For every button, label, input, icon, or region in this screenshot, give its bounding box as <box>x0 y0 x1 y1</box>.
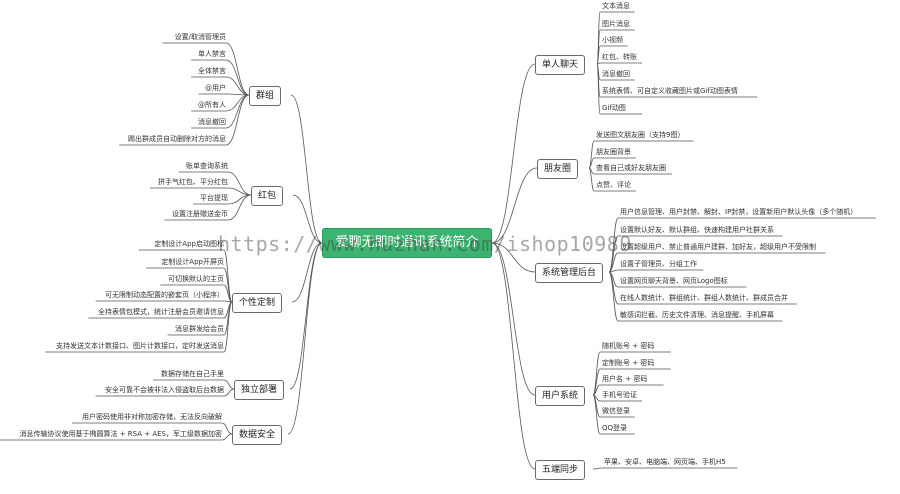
root-node: 爱聊无即时通讯系统简介 <box>322 228 492 258</box>
branch-node-danliao: 单人聊天 <box>535 55 586 75</box>
connector-root-qunzu <box>290 94 323 244</box>
connector-root-wuduan <box>491 242 536 470</box>
leaf-pengyou-3: 点赞、评论 <box>596 181 631 189</box>
leaf-qunzu-0: 设置/取消管理员 <box>174 33 226 41</box>
leaf-anquan-0: 用户密码使用非对称加密存储，无法反向破解 <box>82 413 222 421</box>
branch-node-gexing: 个性定制 <box>232 293 283 313</box>
leaf-yonghu-3: 手机号验证 <box>602 391 637 399</box>
leaf-hongbao-1: 拼手气红包、平分红包 <box>158 178 228 186</box>
leaf-yonghu-4: 微信登录 <box>602 407 630 415</box>
leaf-houtai-5: 在线人数统计、群组统计、群组人数统计、群成员合并 <box>620 294 788 302</box>
leaf-qunzu-2: 全体禁言 <box>198 67 226 75</box>
connector-qunzu-2 <box>191 76 250 96</box>
leaf-houtai-4: 设置网页聊天背景、网页Logo图标 <box>620 277 728 285</box>
branch-node-qunzu: 群组 <box>249 86 282 106</box>
leaf-danliao-0: 文本消息 <box>602 2 630 10</box>
leaf-duli-1: 安全可靠不会被非法入侵盗取后台数据 <box>105 386 224 394</box>
connector-danliao-6 <box>596 63 642 115</box>
leaf-danliao-6: Gif动图 <box>602 104 626 112</box>
connector-yonghu-1 <box>592 368 671 396</box>
connector-yonghu-3 <box>592 394 642 402</box>
leaf-yonghu-2: 用户名 + 密码 <box>602 375 648 383</box>
leaf-pengyou-1: 朋友圈背景 <box>596 148 631 156</box>
leaf-gexing-1: 定制设计App开屏页 <box>161 258 224 266</box>
leaf-danliao-1: 图片消息 <box>602 20 630 28</box>
leaf-yonghu-5: QQ登录 <box>602 424 628 432</box>
connector-root-houtai <box>491 242 536 273</box>
connector-root-duli <box>289 242 323 390</box>
connector-anquan-1 <box>0 433 233 441</box>
leaf-houtai-3: 设置子管理员、分组工作 <box>620 260 697 268</box>
connector-duli-0 <box>153 379 235 390</box>
leaf-qunzu-3: @用户 <box>205 84 226 92</box>
watermark-text: https://www.huzhan.com/ishop10989 <box>218 232 632 256</box>
leaf-danliao-4: 消息撤回 <box>602 70 630 78</box>
connector-anquan-0 <box>72 422 233 435</box>
connector-root-pengyou <box>491 167 538 244</box>
connector-houtai-4 <box>608 271 747 288</box>
connector-qunzu-3 <box>198 93 250 96</box>
connector-houtai-3 <box>608 269 704 273</box>
leaf-houtai-6: 敏感词拦截、历史文件清理、消息提醒、手机屏幕 <box>620 311 774 319</box>
connector-root-hongbao <box>292 194 323 244</box>
leaf-gexing-0: 定制设计App启动图标 <box>154 240 224 248</box>
leaf-wuduan-0: 苹果、安卓、电脑端、网页端、手机H5 <box>604 458 726 466</box>
connector-root-gexing <box>291 242 323 303</box>
leaf-hongbao-3: 设置注册赠送金币 <box>172 210 228 218</box>
branch-node-yonghu: 用户系统 <box>535 386 586 406</box>
leaf-duli-0: 数据存储在自己手里 <box>161 370 224 378</box>
connector-root-yonghu <box>491 242 536 396</box>
connector-danliao-3 <box>596 62 642 65</box>
connector-danliao-2 <box>596 45 628 65</box>
leaf-danliao-2: 小视频 <box>602 36 623 44</box>
connector-root-anquan <box>287 242 323 435</box>
leaf-qunzu-5: 消息撤回 <box>198 118 226 126</box>
leaf-qunzu-6: 踢出群成员自动删除对方的消息 <box>128 135 226 143</box>
branch-node-duli: 独立部署 <box>234 380 285 400</box>
connector-gexing-2 <box>160 284 233 303</box>
connector-pengyou-1 <box>588 157 636 169</box>
connector-houtai-6 <box>608 271 783 322</box>
leaf-yonghu-0: 随机账号 + 密码 <box>602 342 655 350</box>
branch-node-wuduan: 五端同步 <box>535 460 586 480</box>
leaf-yonghu-1: 定制账号 + 密码 <box>602 359 655 367</box>
leaf-anquan-1: 消息传输协议使用基于椭圆算法 + RSA + AES，军工级数据加密 <box>19 430 222 438</box>
leaf-gexing-3: 可无限制动态配置的嵌套页（小程序） <box>105 291 224 299</box>
connector-gexing-3 <box>95 300 233 303</box>
leaf-pengyou-0: 发送图文朋友圈（支持9图） <box>596 131 685 139</box>
connector-houtai-2 <box>608 252 826 273</box>
connector-yonghu-2 <box>592 384 664 396</box>
leaf-danliao-5: 系统表情、可自定义收藏图片或Gif动图表情 <box>602 87 738 95</box>
connector-hongbao-3 <box>164 194 252 221</box>
leaf-qunzu-1: 单人禁言 <box>198 50 226 58</box>
connector-yonghu-5 <box>592 394 635 435</box>
connector-qunzu-6 <box>119 94 250 146</box>
connector-pengyou-3 <box>588 167 636 192</box>
leaf-gexing-4: 全持表情包模式，统计注册会员邀请信息 <box>98 308 224 316</box>
leaf-houtai-1: 设置默认好友、默认群组、快速构建用户社群关系 <box>620 226 774 234</box>
connector-root-danliao <box>491 63 536 244</box>
connector-wuduan-0 <box>592 467 738 470</box>
leaf-hongbao-0: 账单查询系统 <box>186 162 228 170</box>
connector-qunzu-0 <box>162 42 250 96</box>
leaf-danliao-3: 红包、转账 <box>602 53 637 61</box>
leaf-gexing-2: 可切换默认的主页 <box>168 275 224 283</box>
branch-node-houtai: 系统管理后台 <box>535 263 604 283</box>
connector-hongbao-0 <box>178 171 252 196</box>
leaf-pengyou-2: 查看自己或好友朋友圈 <box>596 164 666 172</box>
leaf-houtai-2: 设置超级用户、禁止普通用户建群、加好友，超级用户不受限制 <box>620 243 816 251</box>
branch-node-hongbao: 红包 <box>251 186 284 206</box>
connector-gexing-6 <box>45 301 233 353</box>
leaf-houtai-0: 用户信息管理、用户封禁、解封、IP封禁，设置新用户默认头像（多个随机） <box>620 208 858 216</box>
branch-node-pengyou: 朋友圈 <box>537 159 579 179</box>
leaf-gexing-6: 支持发送文本计数接口、图片计数接口，定时发送消息 <box>56 342 224 350</box>
connector-hongbao-1 <box>150 187 252 196</box>
connector-qunzu-1 <box>191 59 250 96</box>
connector-duli-1 <box>95 388 235 397</box>
leaf-qunzu-4: @所有人 <box>198 101 226 109</box>
leaf-hongbao-2: 平台提现 <box>200 194 228 202</box>
branch-node-anquan: 数据安全 <box>232 425 283 445</box>
leaf-gexing-5: 消息群发给会员 <box>175 325 224 333</box>
